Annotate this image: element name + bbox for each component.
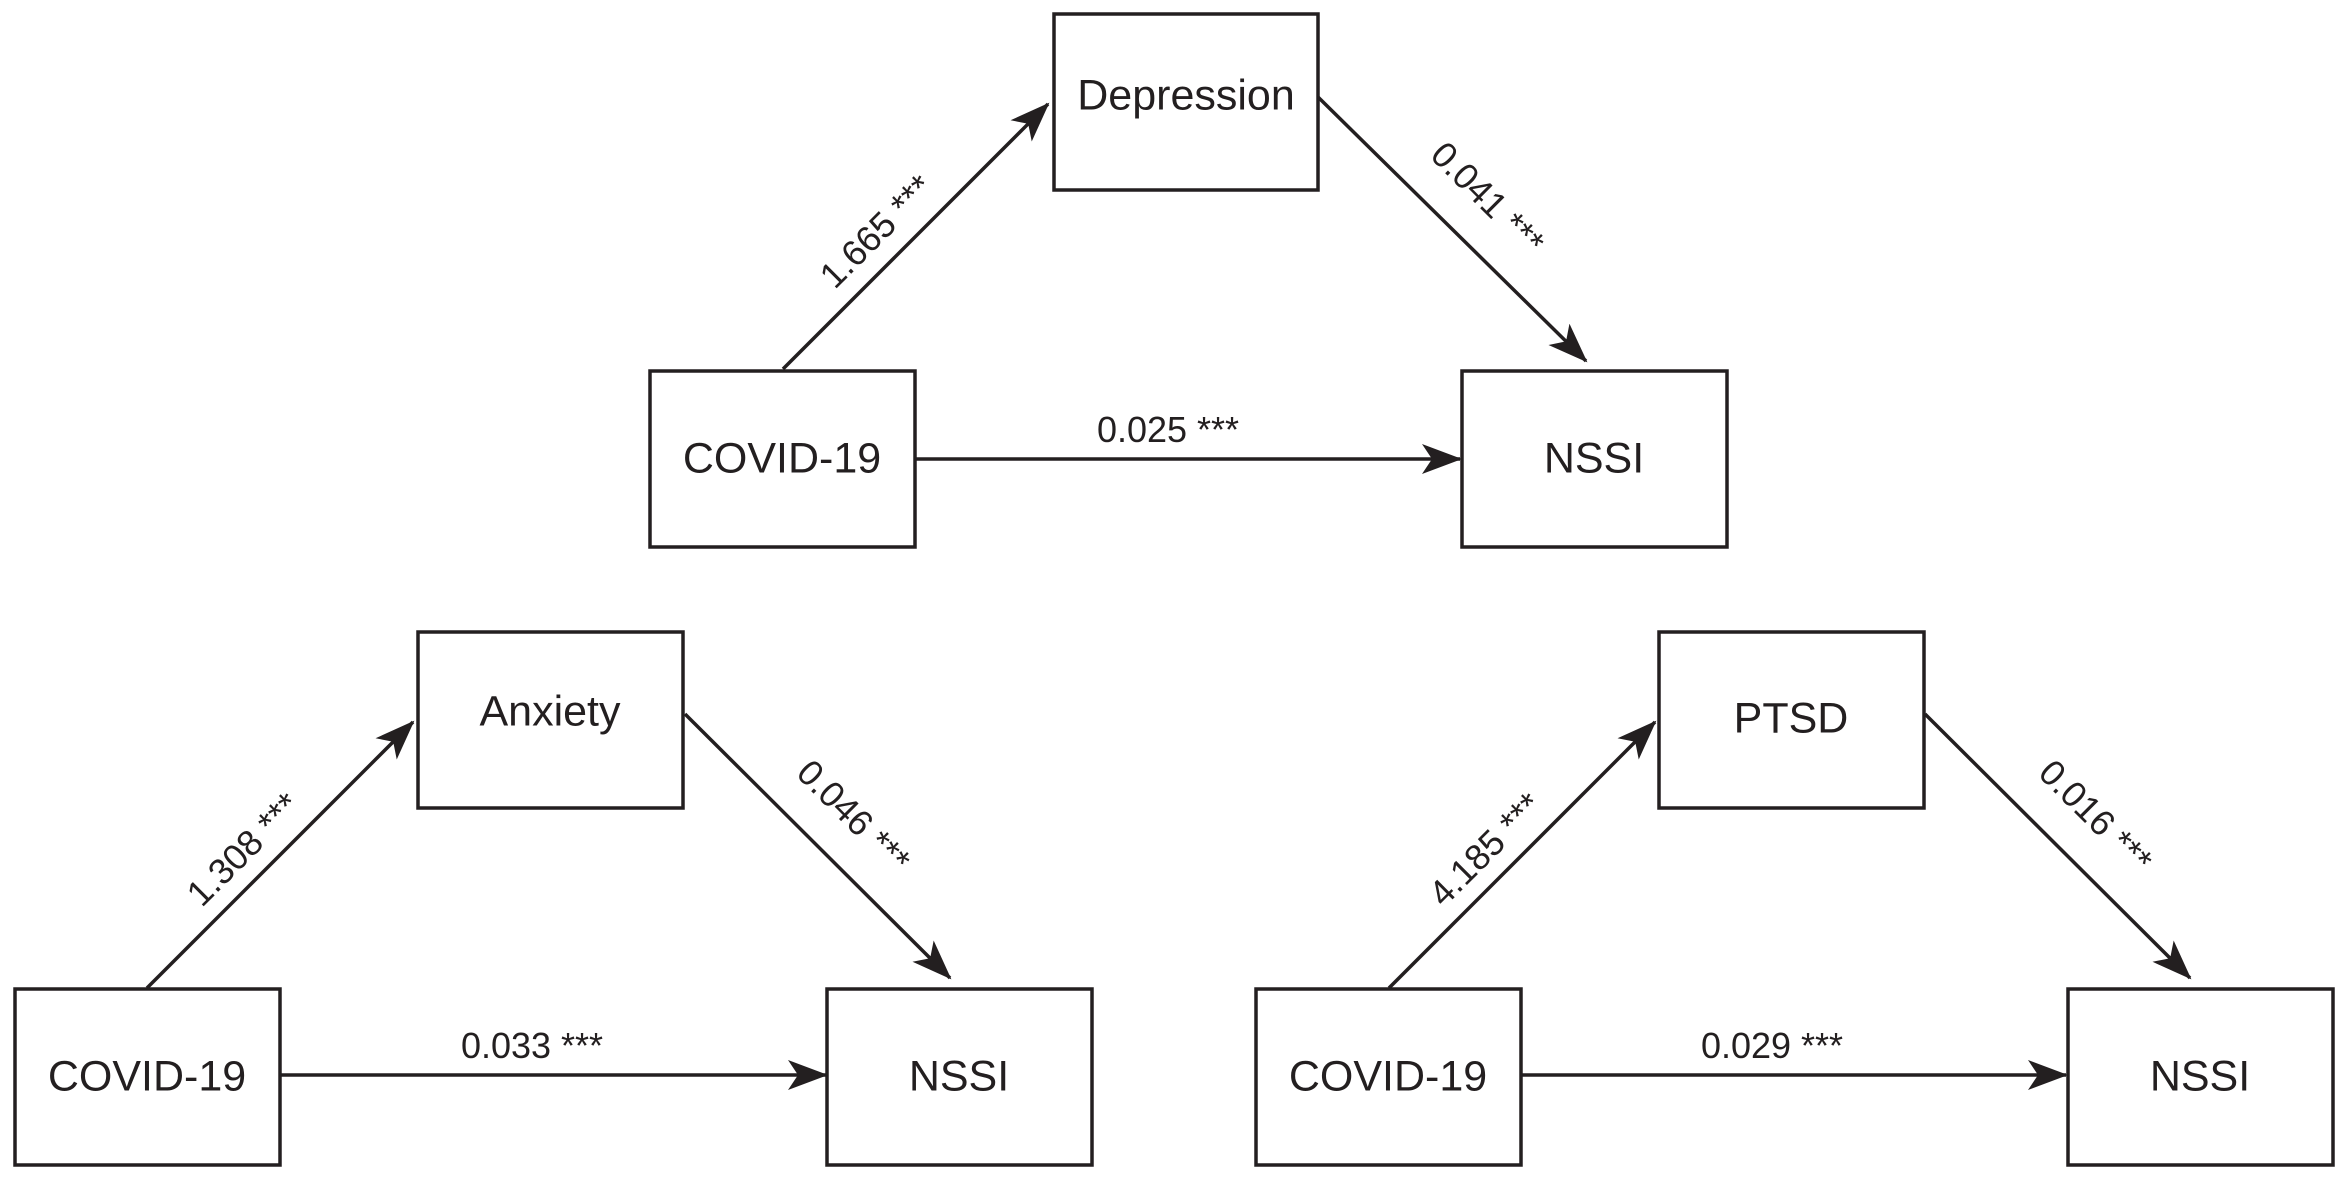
path-c-prime-coefficient: 0.029 *** bbox=[1701, 1025, 1843, 1066]
exposure-box bbox=[13, 987, 282, 1167]
exposure-box bbox=[1254, 987, 1523, 1167]
exposure-label: COVID-19 bbox=[683, 434, 881, 482]
outcome-label: NSSI bbox=[2150, 1052, 2250, 1100]
mediator-box bbox=[1052, 12, 1320, 192]
path-a-arrow bbox=[781, 102, 1050, 371]
path-b-arrow bbox=[683, 712, 952, 980]
path-b-coefficient: 0.041 *** bbox=[1423, 133, 1552, 262]
path-a-coefficient: 1.308 *** bbox=[178, 784, 307, 913]
exposure-box bbox=[648, 369, 917, 549]
mediator-label: Anxiety bbox=[479, 687, 621, 735]
exposure-label: COVID-19 bbox=[48, 1052, 246, 1100]
mediator-box bbox=[1657, 630, 1926, 810]
path-c-prime-coefficient: 0.025 *** bbox=[1097, 409, 1239, 450]
path-b-coefficient: 0.016 *** bbox=[2031, 751, 2160, 880]
depression-mediation-model: COVID-19 Depression NSSI 1.665 *** 0.041… bbox=[648, 12, 1729, 549]
outcome-box bbox=[1460, 369, 1729, 549]
path-b-arrow bbox=[1923, 712, 2192, 980]
path-a-coefficient: 4.185 *** bbox=[1420, 784, 1549, 913]
exposure-label: COVID-19 bbox=[1289, 1052, 1487, 1100]
path-c-prime-coefficient: 0.033 *** bbox=[461, 1025, 603, 1066]
ptsd-mediation-model: COVID-19 PTSD NSSI 4.185 *** 0.016 *** 0… bbox=[1254, 630, 2335, 1167]
path-b-coefficient: 0.046 *** bbox=[789, 751, 918, 880]
outcome-box bbox=[825, 987, 1094, 1167]
outcome-label: NSSI bbox=[909, 1052, 1009, 1100]
mediator-box bbox=[416, 630, 685, 810]
path-b-arrow bbox=[1316, 95, 1588, 363]
mediator-label: Depression bbox=[1077, 71, 1295, 119]
path-a-arrow bbox=[1387, 720, 1657, 990]
mediator-label: PTSD bbox=[1734, 694, 1849, 742]
anxiety-mediation-model: COVID-19 Anxiety NSSI 1.308 *** 0.046 **… bbox=[13, 630, 1094, 1167]
path-a-arrow bbox=[145, 720, 415, 990]
outcome-box bbox=[2066, 987, 2335, 1167]
outcome-label: NSSI bbox=[1544, 434, 1644, 482]
